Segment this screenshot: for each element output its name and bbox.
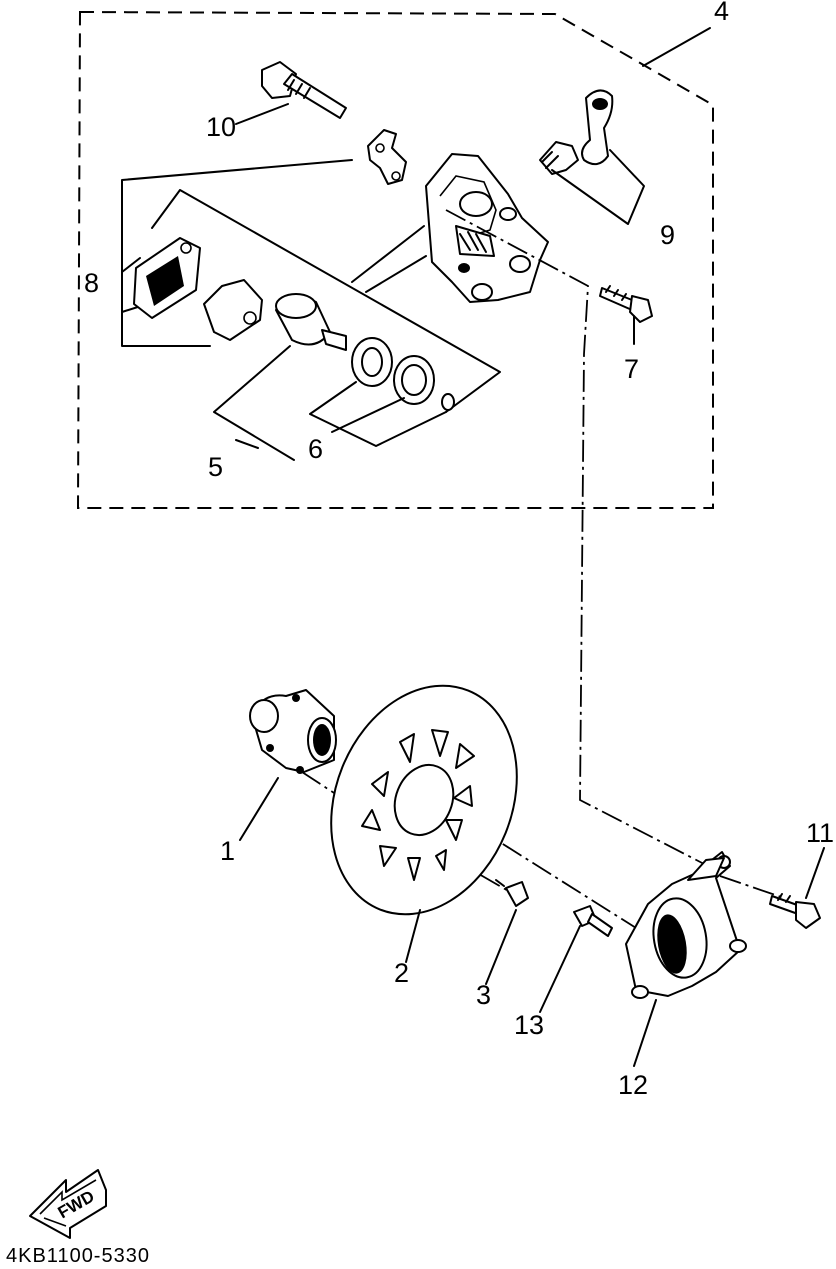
part-11-bolt — [769, 893, 821, 929]
callout-9: 9 — [660, 220, 675, 250]
pad-group-bracket — [151, 189, 501, 413]
callout-6: 6 — [308, 434, 323, 464]
part-7-caliper-bolt — [599, 285, 653, 323]
part-13-bolt — [573, 905, 613, 937]
callout-13: 13 — [514, 1010, 544, 1040]
callout-2: 2 — [394, 958, 409, 988]
leader-line-5 — [213, 345, 295, 461]
diagram-code: 4KB1100-5330 — [6, 1245, 150, 1267]
part-9-banjo-and-bleeder — [539, 89, 614, 175]
part-2-brake-disc — [330, 684, 518, 916]
part-1-hub — [249, 689, 337, 774]
part-12-caliper-bracket — [625, 851, 747, 999]
leader-line-6 — [309, 381, 447, 447]
callout-11: 11 — [806, 818, 834, 848]
leader-line-9 — [551, 149, 645, 225]
callout-7: 7 — [624, 354, 639, 384]
part-6-seals — [351, 337, 455, 411]
pad-retainer-clip — [367, 129, 407, 185]
leader-line-10 — [235, 103, 289, 125]
leader-line-11 — [805, 847, 825, 899]
fwd-direction-arrow: FWD — [29, 1169, 107, 1239]
callout-8: 8 — [84, 268, 99, 298]
caliper-body — [425, 153, 549, 303]
callout-12: 12 — [618, 1070, 648, 1100]
leader-line-4 — [642, 27, 711, 67]
callout-1: 1 — [220, 836, 235, 866]
callout-4: 4 — [714, 0, 729, 26]
part-8-brake-pads — [133, 237, 263, 341]
leader-line-13 — [539, 925, 581, 1013]
callout-5: 5 — [208, 452, 223, 482]
caliper-assembly-dashed-boundary — [76, 10, 714, 509]
mounting-centerline-hub — [301, 771, 361, 811]
leader-line-12 — [633, 999, 657, 1067]
part-5-piston — [275, 293, 347, 351]
mounting-centerline-bolt — [719, 875, 785, 899]
mounting-centerline-caliper — [445, 209, 709, 867]
callout-3: 3 — [476, 980, 491, 1010]
leader-line-3 — [485, 909, 517, 985]
leader-line-2 — [405, 909, 421, 963]
part-3-screw — [495, 879, 529, 907]
part-10-bolt — [261, 61, 347, 119]
callout-10: 10 — [206, 112, 236, 142]
leader-line-1 — [239, 777, 279, 841]
